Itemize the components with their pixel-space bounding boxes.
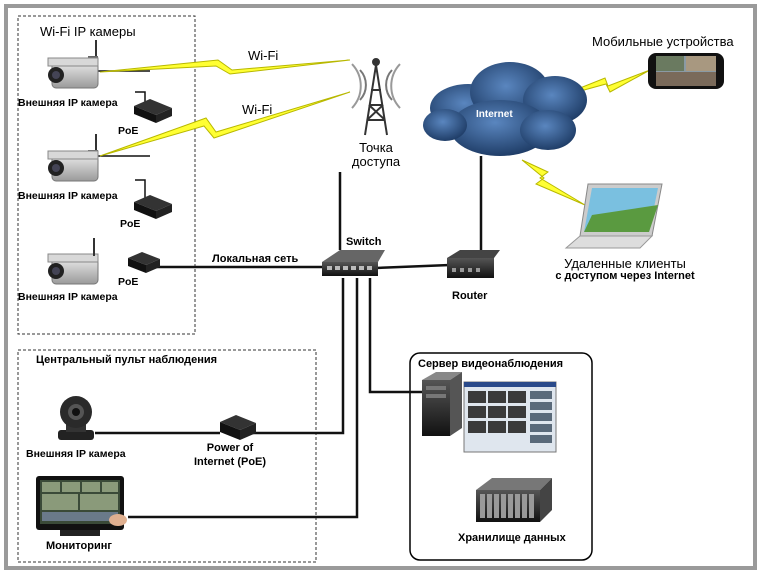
wifi-link-2 — [99, 91, 351, 157]
dome-camera-icon — [58, 396, 94, 440]
switch-device — [322, 250, 385, 276]
central-console-title: Центральный пульт наблюдения — [36, 354, 218, 366]
internet-label: Internet — [476, 109, 513, 120]
wifi-link-1-label: Wi-Fi — [248, 48, 279, 63]
remote-clients-label-line2: с доступом через Internet — [555, 270, 695, 282]
server-title: Сервер видеонаблюдения — [418, 358, 564, 370]
router-label: Router — [452, 290, 488, 302]
camera-1-icon — [47, 40, 99, 89]
wifi-cameras-title: Wi-Fi IP камеры — [40, 24, 136, 39]
storage-rack-icon — [476, 478, 552, 522]
poe-injector-3-icon — [128, 252, 160, 273]
server-group — [409, 352, 593, 561]
wifi-link-2-label: Wi-Fi — [242, 102, 273, 117]
video-software-screen — [463, 381, 557, 453]
wifi-cameras-group — [17, 15, 196, 335]
camera-2-icon — [47, 134, 99, 182]
poe-3-label: PoE — [118, 276, 139, 288]
internet-cloud — [423, 62, 587, 156]
camera-1-label: Внешняя IP камера — [18, 97, 118, 109]
access-point-tower — [351, 58, 401, 136]
remote-clients-label-line1: Удаленные клиенты — [564, 256, 686, 271]
poe-1-label: PoE — [118, 125, 139, 137]
camera-2-label: Внешняя IP камера — [18, 190, 118, 202]
camera-3-icon — [47, 238, 99, 285]
monitoring-label: Мониторинг — [46, 540, 112, 552]
router-device — [447, 250, 500, 278]
access-point-label-line1: Точка — [359, 140, 393, 155]
central-poe-label-line1: Power of — [206, 442, 254, 454]
wifi-link-1 — [99, 59, 351, 75]
mobile-devices-label: Мобильные устройства — [592, 34, 734, 49]
poe-2-label: PoE — [120, 218, 141, 230]
poe-injector-central-icon — [220, 415, 256, 440]
server-tower-icon — [422, 372, 462, 436]
switch-label: Switch — [346, 236, 382, 248]
poe-injector-2-icon — [134, 195, 172, 219]
laptop-icon — [564, 183, 663, 249]
remote-link — [521, 159, 586, 206]
poe-injector-1-icon — [134, 99, 172, 123]
smartphone-icon — [648, 53, 724, 89]
lan-label: Локальная сеть — [212, 253, 299, 265]
storage-label: Хранилище данных — [458, 532, 566, 544]
camera-3-label: Внешняя IP камера — [18, 291, 118, 303]
central-camera-label: Внешняя IP камера — [26, 448, 126, 460]
central-poe-label-line2: Internet (PoE) — [193, 456, 267, 468]
monitor-icon — [36, 476, 127, 536]
access-point-label-line2: доступа — [351, 154, 401, 169]
